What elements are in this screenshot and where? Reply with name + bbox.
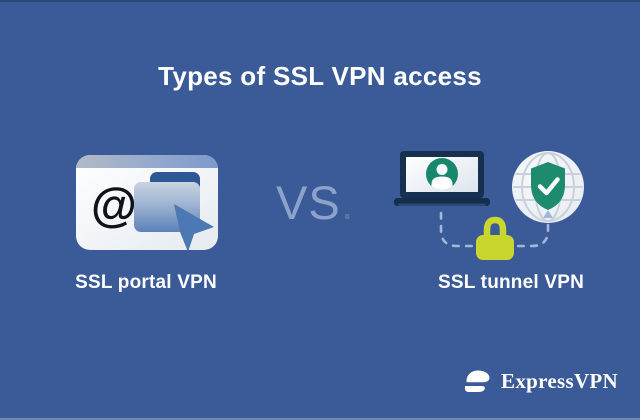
vs-text: VS.: [276, 179, 355, 226]
portal-label: SSL portal VPN: [75, 272, 217, 293]
vs-period: .: [340, 176, 355, 229]
folder-cursor-icon: [134, 172, 214, 250]
expressvpn-logo-icon: [464, 370, 490, 392]
user-avatar-icon: [426, 158, 458, 190]
at-symbol: @: [91, 178, 137, 231]
globe-shield-icon: [512, 151, 584, 223]
portal-browser-icon: @: [76, 155, 218, 250]
expressvpn-wordmark: ExpressVPN: [501, 369, 618, 393]
tunnel-label: SSL tunnel VPN: [437, 272, 585, 293]
browser-titlebar: [76, 155, 218, 168]
laptop-icon: [394, 151, 490, 206]
expressvpn-logo: ExpressVPN: [463, 369, 618, 394]
vs-letters: VS: [276, 176, 341, 229]
arrow-up-icon: [543, 210, 553, 218]
padlock-icon: [476, 216, 514, 260]
shield-check-icon: [531, 162, 565, 210]
page-title: Types of SSL VPN access: [158, 61, 482, 91]
